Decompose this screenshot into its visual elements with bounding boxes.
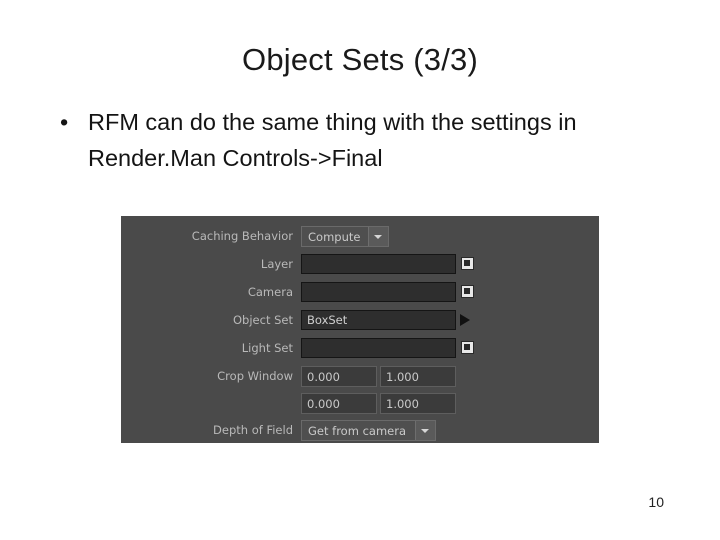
bullet-marker-icon: •	[60, 109, 69, 135]
label-camera: Camera	[247, 285, 293, 299]
row-object-set: Object Set BoxSet	[121, 310, 599, 338]
row-crop-window: Crop Window 0.000 1.000	[121, 366, 599, 394]
map-button-icon[interactable]	[461, 285, 474, 298]
row-camera: Camera	[121, 282, 599, 310]
light-set-input[interactable]	[301, 338, 456, 358]
label-depth-of-field: Depth of Field	[213, 423, 293, 437]
object-set-input[interactable]: BoxSet	[301, 310, 456, 330]
camera-input[interactable]	[301, 282, 456, 302]
row-layer: Layer	[121, 254, 599, 282]
caching-behavior-value: Compute	[308, 230, 361, 244]
renderman-controls-panel: Caching Behavior Compute Layer Camera Ob…	[121, 216, 599, 443]
bullet-text: RFM can do the same thing with the setti…	[88, 109, 577, 171]
map-button-icon[interactable]	[461, 257, 474, 270]
map-button-icon[interactable]	[461, 341, 474, 354]
label-caching-behavior: Caching Behavior	[191, 229, 293, 243]
crop-window-y-min-value: 0.000	[307, 397, 340, 411]
crop-window-x-min-value: 0.000	[307, 370, 340, 384]
row-crop-window-second: 0.000 1.000	[121, 393, 599, 421]
object-set-value: BoxSet	[307, 313, 348, 327]
label-object-set: Object Set	[233, 313, 293, 327]
chevron-down-icon[interactable]	[415, 421, 435, 440]
label-crop-window: Crop Window	[217, 369, 293, 383]
crop-window-y-max-value: 1.000	[386, 397, 419, 411]
crop-window-x-max-input[interactable]: 1.000	[380, 366, 456, 387]
crop-window-x-min-input[interactable]: 0.000	[301, 366, 377, 387]
crop-window-y-max-input[interactable]: 1.000	[380, 393, 456, 414]
caching-behavior-dropdown[interactable]: Compute	[301, 226, 389, 247]
depth-of-field-dropdown[interactable]: Get from camera	[301, 420, 436, 441]
row-caching-behavior: Caching Behavior Compute	[121, 226, 599, 254]
bullet-list: • RFM can do the same thing with the set…	[46, 104, 676, 176]
label-light-set: Light Set	[241, 341, 293, 355]
label-layer: Layer	[260, 257, 293, 271]
layer-input[interactable]	[301, 254, 456, 274]
page-title: Object Sets (3/3)	[242, 42, 478, 77]
crop-window-y-min-input[interactable]: 0.000	[301, 393, 377, 414]
chevron-down-icon[interactable]	[368, 227, 388, 246]
depth-of-field-value: Get from camera	[308, 424, 406, 438]
row-light-set: Light Set	[121, 338, 599, 366]
list-item: • RFM can do the same thing with the set…	[46, 104, 676, 176]
arrow-button-icon[interactable]	[459, 313, 473, 327]
row-depth-of-field: Depth of Field Get from camera	[121, 420, 599, 448]
page-number: 10	[648, 494, 664, 510]
crop-window-x-max-value: 1.000	[386, 370, 419, 384]
